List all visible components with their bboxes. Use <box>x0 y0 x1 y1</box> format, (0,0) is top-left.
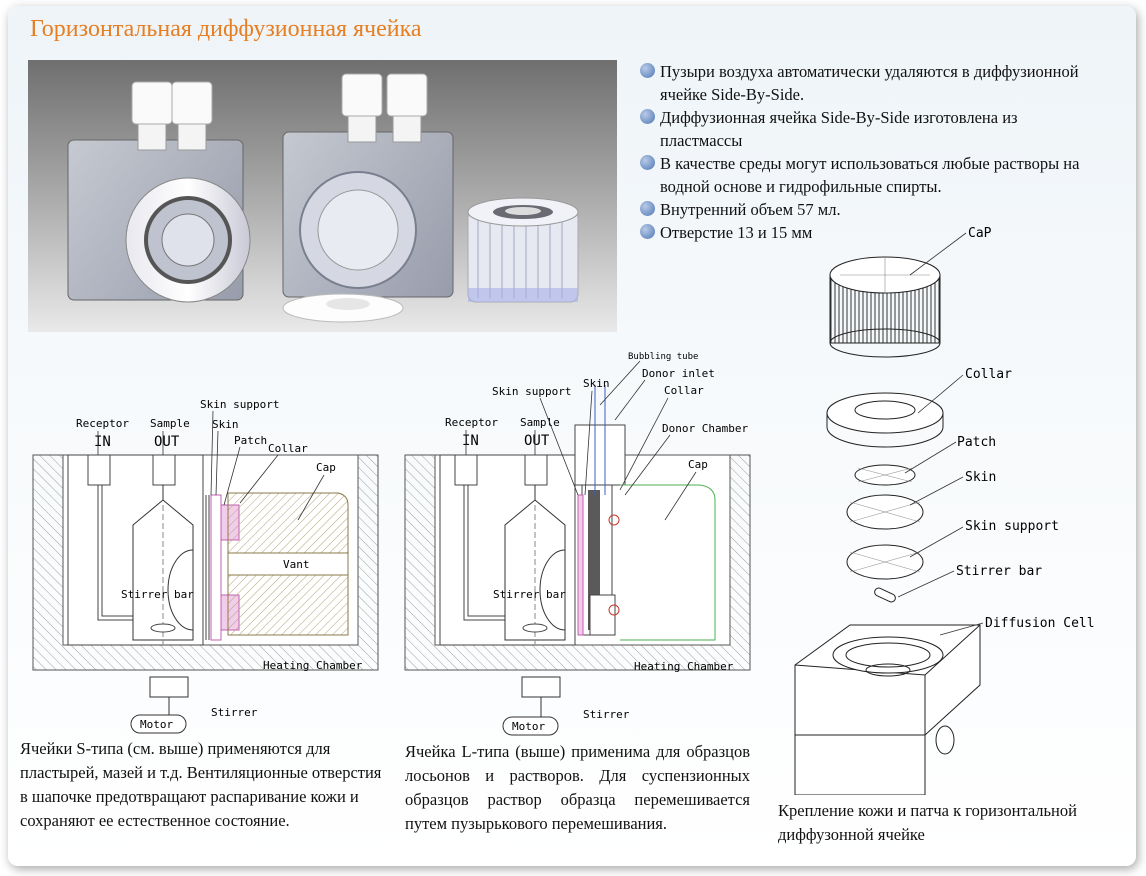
collar-label: Collar <box>268 442 308 455</box>
list-item: Отверстие 13 и 15 мм <box>640 221 1100 244</box>
out-label: OUT <box>154 434 180 450</box>
list-item: В качестве среды могут использоваться лю… <box>640 152 1100 198</box>
skin-support-label: Skin support <box>965 519 1059 534</box>
bullet-icon <box>640 155 655 170</box>
receptor-label: Receptor <box>445 416 498 429</box>
heating-chamber-label: Heating Chamber <box>263 659 363 672</box>
s-type-caption: Ячейки S-типа (см. выше) применяются для… <box>20 739 382 830</box>
out-label: OUT <box>524 433 550 449</box>
feature-list: Пузыри воздуха автоматически удаляются в… <box>640 60 1100 244</box>
skin-label: Skin <box>965 470 996 485</box>
bubbling-tube-label: Bubbling tube <box>628 352 698 362</box>
stirrer-label: Stirrer <box>583 708 630 721</box>
sample-label: Sample <box>150 417 190 430</box>
s-type-diagram: Vant Receptor IN Sample OUT Skin support… <box>32 398 379 734</box>
heating-chamber-label: Heating Chamber <box>634 660 734 673</box>
l-type-diagram: Bubbling tube Skin support Skin Donor in… <box>404 352 751 736</box>
patch-label: Patch <box>234 434 267 447</box>
in-label: IN <box>462 433 479 449</box>
exploded-view-diagram: CaP Collar Patch Skin Skin support Stirr… <box>794 226 1095 795</box>
skin-support-label: Skin support <box>200 398 279 411</box>
collar-label: Collar <box>965 367 1012 382</box>
patch-label: Patch <box>957 435 996 450</box>
motor-label: Motor <box>140 718 173 731</box>
exploded-caption: Крепление кожи и патча к горизонтальной … <box>778 801 1077 844</box>
receptor-label: Receptor <box>76 417 129 430</box>
product-photo <box>28 60 617 332</box>
motor-label: Motor <box>512 720 545 733</box>
skin-label: Skin <box>583 377 610 390</box>
donor-chamber-label: Donor Chamber <box>662 422 748 435</box>
bullet-icon <box>640 224 655 239</box>
stirrer-bar-label: Stirrer bar <box>121 588 194 601</box>
list-item: Диффузионная ячейка Side-By-Side изготов… <box>640 106 1100 152</box>
sample-label: Sample <box>520 416 560 429</box>
stirrer-label: Stirrer <box>211 706 258 719</box>
bullet-icon <box>640 201 655 216</box>
l-type-caption: Ячейка L-типа (выше) применима для образ… <box>405 742 750 833</box>
in-label: IN <box>94 434 111 450</box>
donor-inlet-label: Donor inlet <box>642 367 715 380</box>
vant-label: Vant <box>283 558 310 571</box>
page-title: Горизонтальная диффузионная ячейка <box>30 16 422 42</box>
stirrer-bar-label: Stirrer bar <box>493 588 566 601</box>
diffusion-cell-label: Diffusion Cell <box>985 616 1095 631</box>
cap-label: Cap <box>316 461 336 474</box>
bullet-icon <box>640 63 655 78</box>
list-item: Внутренний объем 57 мл. <box>640 198 1100 221</box>
list-item: Пузыри воздуха автоматически удаляются в… <box>640 60 1100 106</box>
collar-label: Collar <box>664 384 704 397</box>
stirrer-bar-label: Stirrer bar <box>956 564 1042 579</box>
cap-label: CaP <box>968 226 992 241</box>
skin-support-label: Skin support <box>492 385 571 398</box>
skin-label: Skin <box>212 418 239 431</box>
cap-label: Cap <box>688 458 708 471</box>
bullet-icon <box>640 109 655 124</box>
